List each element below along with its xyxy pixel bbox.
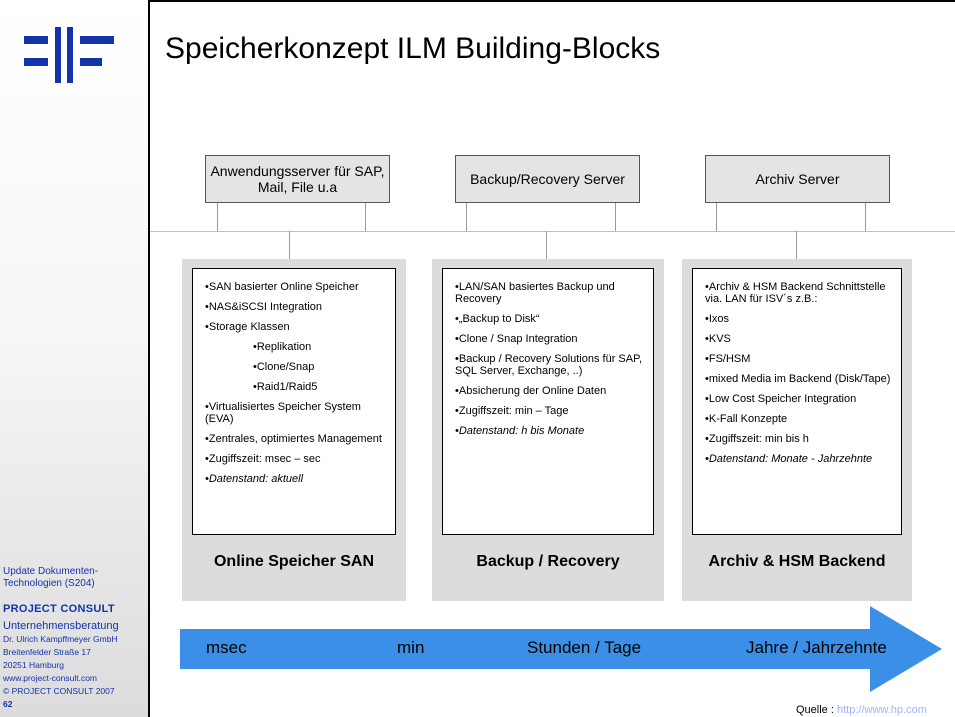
timeline-label-msec: msec <box>206 638 247 657</box>
top-border <box>148 0 955 2</box>
list-item: Storage Klassen <box>205 321 385 333</box>
list-item: Zentrales, optimiertes Management <box>205 433 385 445</box>
connector <box>365 202 366 231</box>
list-item: Datenstand: Monate - Jahrzehnte <box>705 453 891 465</box>
list-item: Clone / Snap Integration <box>455 333 643 345</box>
project-consult-logo <box>24 27 114 83</box>
sidebar-divider <box>148 0 150 717</box>
list-item: Raid1/Raid5 <box>205 381 385 393</box>
server-archive: Archiv Server <box>705 155 890 203</box>
list-item: „Backup to Disk“ <box>455 313 643 325</box>
list-item: LAN/SAN basiertes Backup und Recovery <box>455 281 643 305</box>
list-item: Clone/Snap <box>205 361 385 373</box>
connector <box>615 202 616 231</box>
timeline-label-days: Stunden / Tage <box>527 638 642 657</box>
source-note: Quelle : http://www.hp.com <box>796 704 927 716</box>
network-line <box>150 231 955 232</box>
list-item: Virtualisiertes Speicher System (EVA) <box>205 401 385 425</box>
server-backup: Backup/Recovery Server <box>455 155 640 203</box>
panel-backup: LAN/SAN basiertes Backup und Recovery „B… <box>432 259 664 601</box>
list-item: FS/HSM <box>705 353 891 365</box>
company-website[interactable]: www.project-consult.com <box>3 673 98 683</box>
list-item: Low Cost Speicher Integration <box>705 393 891 405</box>
connector <box>716 202 717 231</box>
page-number: 62 <box>3 699 13 709</box>
timeline-arrow <box>180 606 942 692</box>
company-city: 20251 Hamburg <box>3 660 64 670</box>
list-item: Datenstand: aktuell <box>205 473 385 485</box>
list-item: Absicherung der Online Daten <box>455 385 643 397</box>
panel-san-label: Online Speicher SAN <box>213 553 375 570</box>
connector <box>796 231 797 261</box>
server-app: Anwendungsserver für SAP, Mail, File u.a <box>205 155 390 203</box>
company-street: Breitenfelder Straße 17 <box>3 647 91 657</box>
panel-backup-label: Backup / Recovery <box>476 553 620 570</box>
san-list-box: SAN basierter Online Speicher NAS&iSCSI … <box>192 268 396 535</box>
company-name: PROJECT CONSULT <box>3 603 115 615</box>
panel-san: SAN basierter Online Speicher NAS&iSCSI … <box>182 259 406 601</box>
connector <box>546 231 547 261</box>
list-item: Backup / Recovery Solutions für SAP, SQL… <box>455 353 643 377</box>
list-item: Replikation <box>205 341 385 353</box>
sidebar-topic: Update Dokumenten-Technologien (S204) <box>3 566 99 589</box>
list-item: Archiv & HSM Backend Schnittstelle via. … <box>705 281 891 305</box>
archive-list-box: Archiv & HSM Backend Schnittstelle via. … <box>692 268 902 535</box>
list-item: Zugiffszeit: msec – sec <box>205 453 385 465</box>
copyright: © PROJECT CONSULT 2007 <box>3 686 115 696</box>
list-item: mixed Media im Backend (Disk/Tape) <box>705 373 891 385</box>
list-item: Ixos <box>705 313 891 325</box>
connector <box>865 202 866 231</box>
timeline-label-years: Jahre / Jahrzehnte <box>746 638 887 657</box>
sidebar <box>0 0 148 717</box>
list-item: Zugiffszeit: min bis h <box>705 433 891 445</box>
company-subtitle: Unternehmensberatung <box>3 620 119 632</box>
company-person: Dr. Ulrich Kampffmeyer GmbH <box>3 634 118 644</box>
backup-list-box: LAN/SAN basiertes Backup und Recovery „B… <box>442 268 654 535</box>
panel-archive-label: Archiv & HSM Backend <box>708 553 886 570</box>
list-item: K-Fall Konzepte <box>705 413 891 425</box>
source-link[interactable]: http://www.hp.com <box>836 704 927 716</box>
list-item: KVS <box>705 333 891 345</box>
connector <box>217 202 218 231</box>
list-item: SAN basierter Online Speicher <box>205 281 385 293</box>
list-item: Datenstand: h bis Monate <box>455 425 643 437</box>
list-item: Zugiffszeit: min – Tage <box>455 405 643 417</box>
timeline-label-min: min <box>397 638 425 657</box>
timeline-arrow-shape <box>180 606 942 692</box>
connector <box>466 202 467 231</box>
panel-archive: Archiv & HSM Backend Schnittstelle via. … <box>682 259 912 601</box>
connector <box>289 231 290 261</box>
source-label: Quelle : <box>796 704 834 716</box>
page-title: Speicherkonzept ILM Building-Blocks <box>165 32 661 65</box>
list-item: NAS&iSCSI Integration <box>205 301 385 313</box>
